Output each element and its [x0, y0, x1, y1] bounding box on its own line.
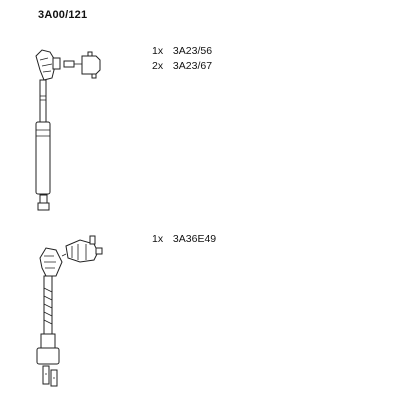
part-row: 1x 3A36E49 — [152, 232, 216, 247]
ignition-lead-1-illustration — [35, 49, 101, 211]
part-code: 3A36E49 — [172, 233, 217, 245]
part-code: 3A23/67 — [172, 60, 213, 72]
part-code: 3A23/56 — [172, 45, 213, 57]
part-quantity: 1x — [152, 233, 164, 245]
parts-list-2: 1x 3A36E49 — [152, 232, 216, 247]
part-row: 1x 3A23/56 — [152, 44, 212, 59]
ignition-lead-2-illustration — [36, 235, 103, 387]
part-quantity: 2x — [152, 60, 164, 72]
part-quantity: 1x — [152, 45, 164, 57]
part-row: 2x 3A23/67 — [152, 59, 212, 74]
kit-number: 3A00/121 — [38, 9, 88, 21]
parts-list-1: 1x 3A23/56 2x 3A23/67 — [152, 44, 212, 74]
